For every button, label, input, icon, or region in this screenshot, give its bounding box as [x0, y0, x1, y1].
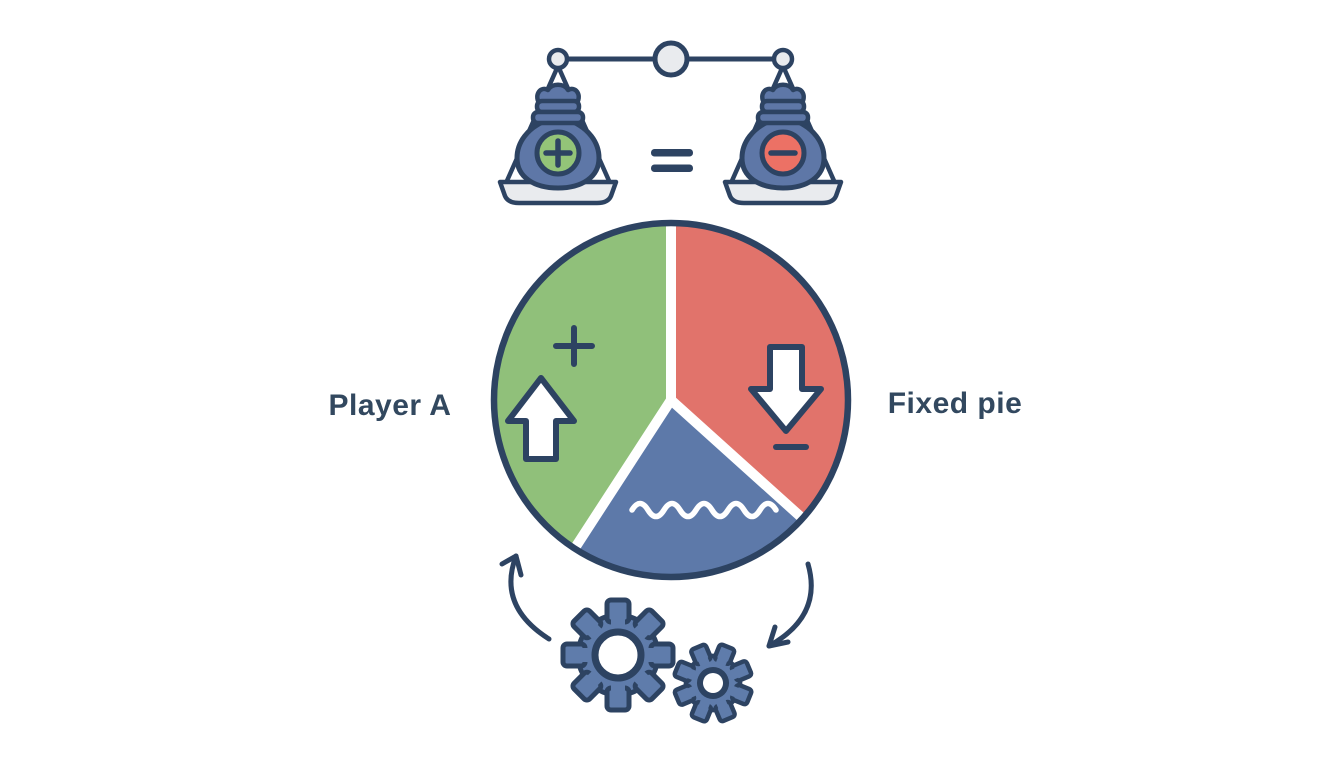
cycle-arrows — [499, 553, 814, 649]
bag-tie-band-2 — [530, 109, 586, 126]
gear-large-icon — [560, 597, 676, 713]
money-bag-minus-icon — [739, 82, 827, 191]
curved-arrow-right-icon — [766, 561, 814, 649]
fixed-pie-label: Fixed pie — [887, 387, 1023, 420]
pie-segment-blue — [574, 400, 803, 578]
bag-tie-band-2 — [755, 109, 811, 126]
scale-pan-right — [722, 179, 844, 206]
curved-arrow-left-head — [499, 553, 524, 578]
wave-icon — [629, 500, 779, 520]
gear-hub — [591, 628, 645, 682]
beam-end-circle-left — [546, 47, 570, 71]
money-bag-plus-icon — [514, 82, 602, 191]
plus-icon — [553, 325, 595, 367]
equals-icon — [651, 149, 693, 172]
curved-arrow-right-head — [766, 624, 791, 649]
pie-dividers — [569, 218, 808, 554]
up-arrow-icon — [505, 375, 577, 462]
curved-arrow-left-icon — [508, 553, 552, 642]
player-a-label: Player A — [328, 389, 452, 422]
bag-crown — [760, 82, 806, 106]
gear-small-icon — [672, 642, 754, 724]
fixed-pie-chart — [490, 218, 852, 581]
scale-pan-left — [497, 179, 619, 206]
bag-crown — [535, 82, 581, 106]
down-arrow-icon — [748, 344, 824, 434]
pie-outline — [490, 219, 852, 581]
beam-end-circle-right — [771, 47, 795, 71]
fulcrum-circle — [652, 40, 690, 78]
balance-scale-icon — [497, 40, 844, 206]
plus-symbol — [543, 138, 573, 168]
gear-hub — [697, 667, 729, 699]
